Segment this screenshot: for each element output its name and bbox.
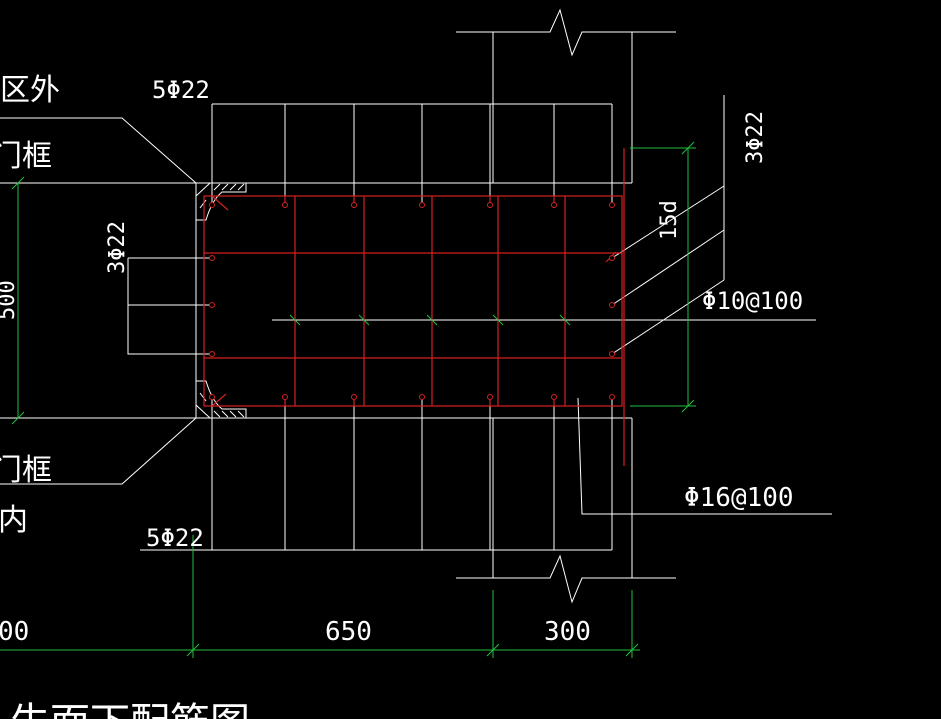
right-bars-leader-2 <box>611 229 725 306</box>
bottom-chamfer-line <box>0 417 197 485</box>
drawing-title: 牛面下配筋图 <box>10 700 250 719</box>
right-bars-label: 3Φ22 <box>743 111 768 164</box>
region-outside-label: 区外 <box>0 73 60 108</box>
left-bars-leader <box>127 258 212 355</box>
dim-partial-label: 00 <box>0 617 29 647</box>
dimension-lines <box>0 141 696 658</box>
top-break-line <box>456 8 676 57</box>
stirrup-ticks <box>289 314 571 326</box>
dim-300-label: 300 <box>544 617 591 647</box>
top-frame-label: 门框 <box>0 139 52 174</box>
anchorage-label: 15d <box>657 200 682 240</box>
outline-lines <box>0 8 832 604</box>
tie-bar-leader <box>577 397 832 515</box>
top-bars-label: 5Φ22 <box>152 76 210 104</box>
inside-label: 内 <box>0 503 28 538</box>
bottom-bars-label: 5Φ22 <box>146 524 204 552</box>
dim-650-label: 650 <box>325 617 372 647</box>
left-bars-label: 3Φ22 <box>105 221 130 274</box>
bottom-break-line <box>456 554 676 604</box>
left-dim-label: 500 <box>0 280 20 320</box>
bottom-frame-label: 门框 <box>0 453 52 488</box>
rebar-layer <box>203 148 625 466</box>
right-bars-leader-3 <box>611 279 725 355</box>
tie-bar-label: Φ16@100 <box>684 483 794 513</box>
stirrup-label: Φ10@100 <box>702 287 803 315</box>
annotation-texts: 5Φ22 5Φ22 3Φ22 3Φ22 15d Φ10@100 Φ16@100 … <box>0 73 803 719</box>
top-chamfer-line <box>0 117 197 184</box>
rebar-dots <box>209 202 615 400</box>
right-bars-leader-1 <box>611 185 725 259</box>
outer-stirrup <box>203 195 623 407</box>
